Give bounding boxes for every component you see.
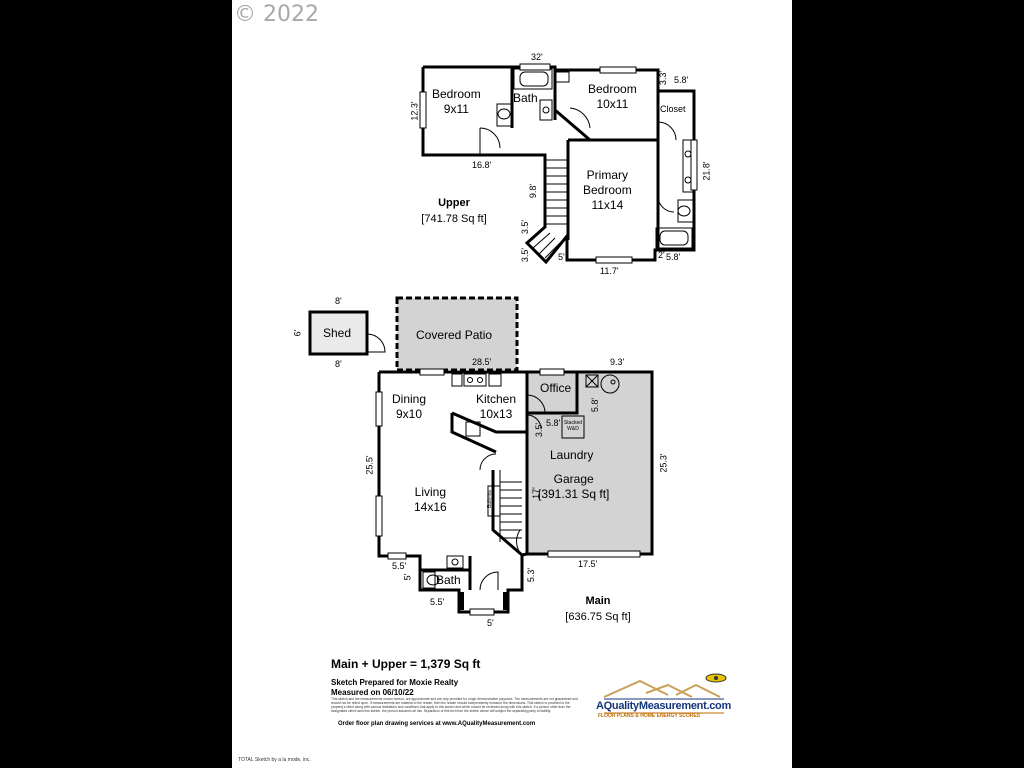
- garage-label: Garage[391.31 Sq ft]: [538, 472, 610, 501]
- upper-dim-bottom-left: 16.8': [472, 160, 492, 170]
- company-logo-name: AQualityMeasurement.com: [596, 700, 731, 712]
- main-floor-area: [636.75 Sq ft]: [565, 611, 631, 623]
- upper-windows: [419, 63, 698, 264]
- upper-dim-closet-side: 3.3': [658, 70, 669, 86]
- upper-dim-stair-a: 3.5': [520, 219, 531, 235]
- disclaimer-text: This sketch and the measurements shown h…: [331, 697, 578, 713]
- main-dim-bath-d: 5.3': [526, 567, 537, 583]
- main-dim-garage-right: 25.3': [658, 453, 669, 473]
- main-dim-shed-top: 8': [335, 296, 342, 306]
- copyright-notice: © 2022: [234, 2, 319, 27]
- main-bath-label: Bath: [436, 573, 461, 587]
- stacked-wd-label: Stacked W&D: [563, 420, 583, 432]
- prepared-for: Sketch Prepared for Moxie Realty Measure…: [331, 678, 459, 697]
- upper-dim-bottom-small: 2': [658, 250, 665, 260]
- garage: [527, 372, 652, 554]
- upper-dim-closet-top: 5.8': [674, 75, 689, 85]
- main-dim-stair: 17': [530, 487, 541, 499]
- main-dim-garage-top: 9.3': [610, 357, 625, 367]
- upper-floor-area: [741.78 Sq ft]: [421, 213, 487, 225]
- upper-bath-label: Bath: [513, 91, 538, 105]
- office-label: Office: [540, 381, 572, 395]
- company-logo-tagline: FLOOR PLANS & HOME ENERGY SCORES: [598, 713, 701, 719]
- main-fixtures: [422, 373, 620, 591]
- upper-floor-title: Upper: [438, 197, 470, 209]
- shed-door: [366, 333, 386, 353]
- covered-patio-label: Covered Patio: [416, 328, 493, 342]
- company-logo-icon: [603, 673, 727, 714]
- laundry-label: Laundry: [550, 448, 594, 462]
- main-stairs: [499, 470, 522, 542]
- main-dim-garage-bottom: 17.5': [578, 559, 598, 569]
- covered-patio: [395, 296, 519, 372]
- upper-dim-bottom-right: 5.8': [666, 252, 681, 262]
- shed-label: Shed: [323, 326, 352, 340]
- main-floor-title: Main: [585, 595, 611, 607]
- shed: [308, 310, 369, 356]
- upper-dim-stair-b: 3.5': [520, 247, 531, 263]
- upper-dim-bottom: 11.7': [600, 266, 619, 276]
- upper-stairs: [532, 159, 568, 259]
- porch-posts: [459, 592, 508, 610]
- upper-dim-top: 32': [531, 52, 543, 62]
- main-dim-shed-bottom: 8': [335, 359, 342, 369]
- main-dim-bath-a: 5.5': [392, 561, 407, 571]
- main-dim-bath-c: 5.5': [430, 597, 445, 607]
- upper-dim-stair-c: 5': [558, 252, 565, 262]
- main-dim-kitchen-b: 3.5': [534, 422, 545, 438]
- upper-dim-right: 21.8': [701, 161, 712, 181]
- total-area: Main + Upper = 1,379 Sq ft: [331, 657, 481, 671]
- upper-dim-left: 12.3': [409, 101, 420, 121]
- order-link-text: Order floor plan drawing services at www…: [338, 721, 536, 727]
- upper-dim-stair: 9.8': [528, 183, 539, 199]
- software-credit: TOTAL Sketch by a la mode, inc.: [238, 757, 311, 763]
- main-dim-office-side: 5.8': [590, 397, 601, 413]
- main-dim-bath-b: 5': [402, 573, 413, 581]
- main-dim-patio: 28.5': [472, 357, 492, 367]
- main-dim-left: 25.5': [364, 455, 375, 475]
- main-dim-shed-side: 6': [292, 329, 303, 337]
- closet-label: Closet: [660, 104, 686, 114]
- builtins-label: Built-ins: [486, 490, 493, 508]
- main-dim-entry: 5': [487, 618, 494, 628]
- main-windows: [375, 368, 641, 616]
- main-dim-kitchen-a: 5.8': [546, 418, 561, 428]
